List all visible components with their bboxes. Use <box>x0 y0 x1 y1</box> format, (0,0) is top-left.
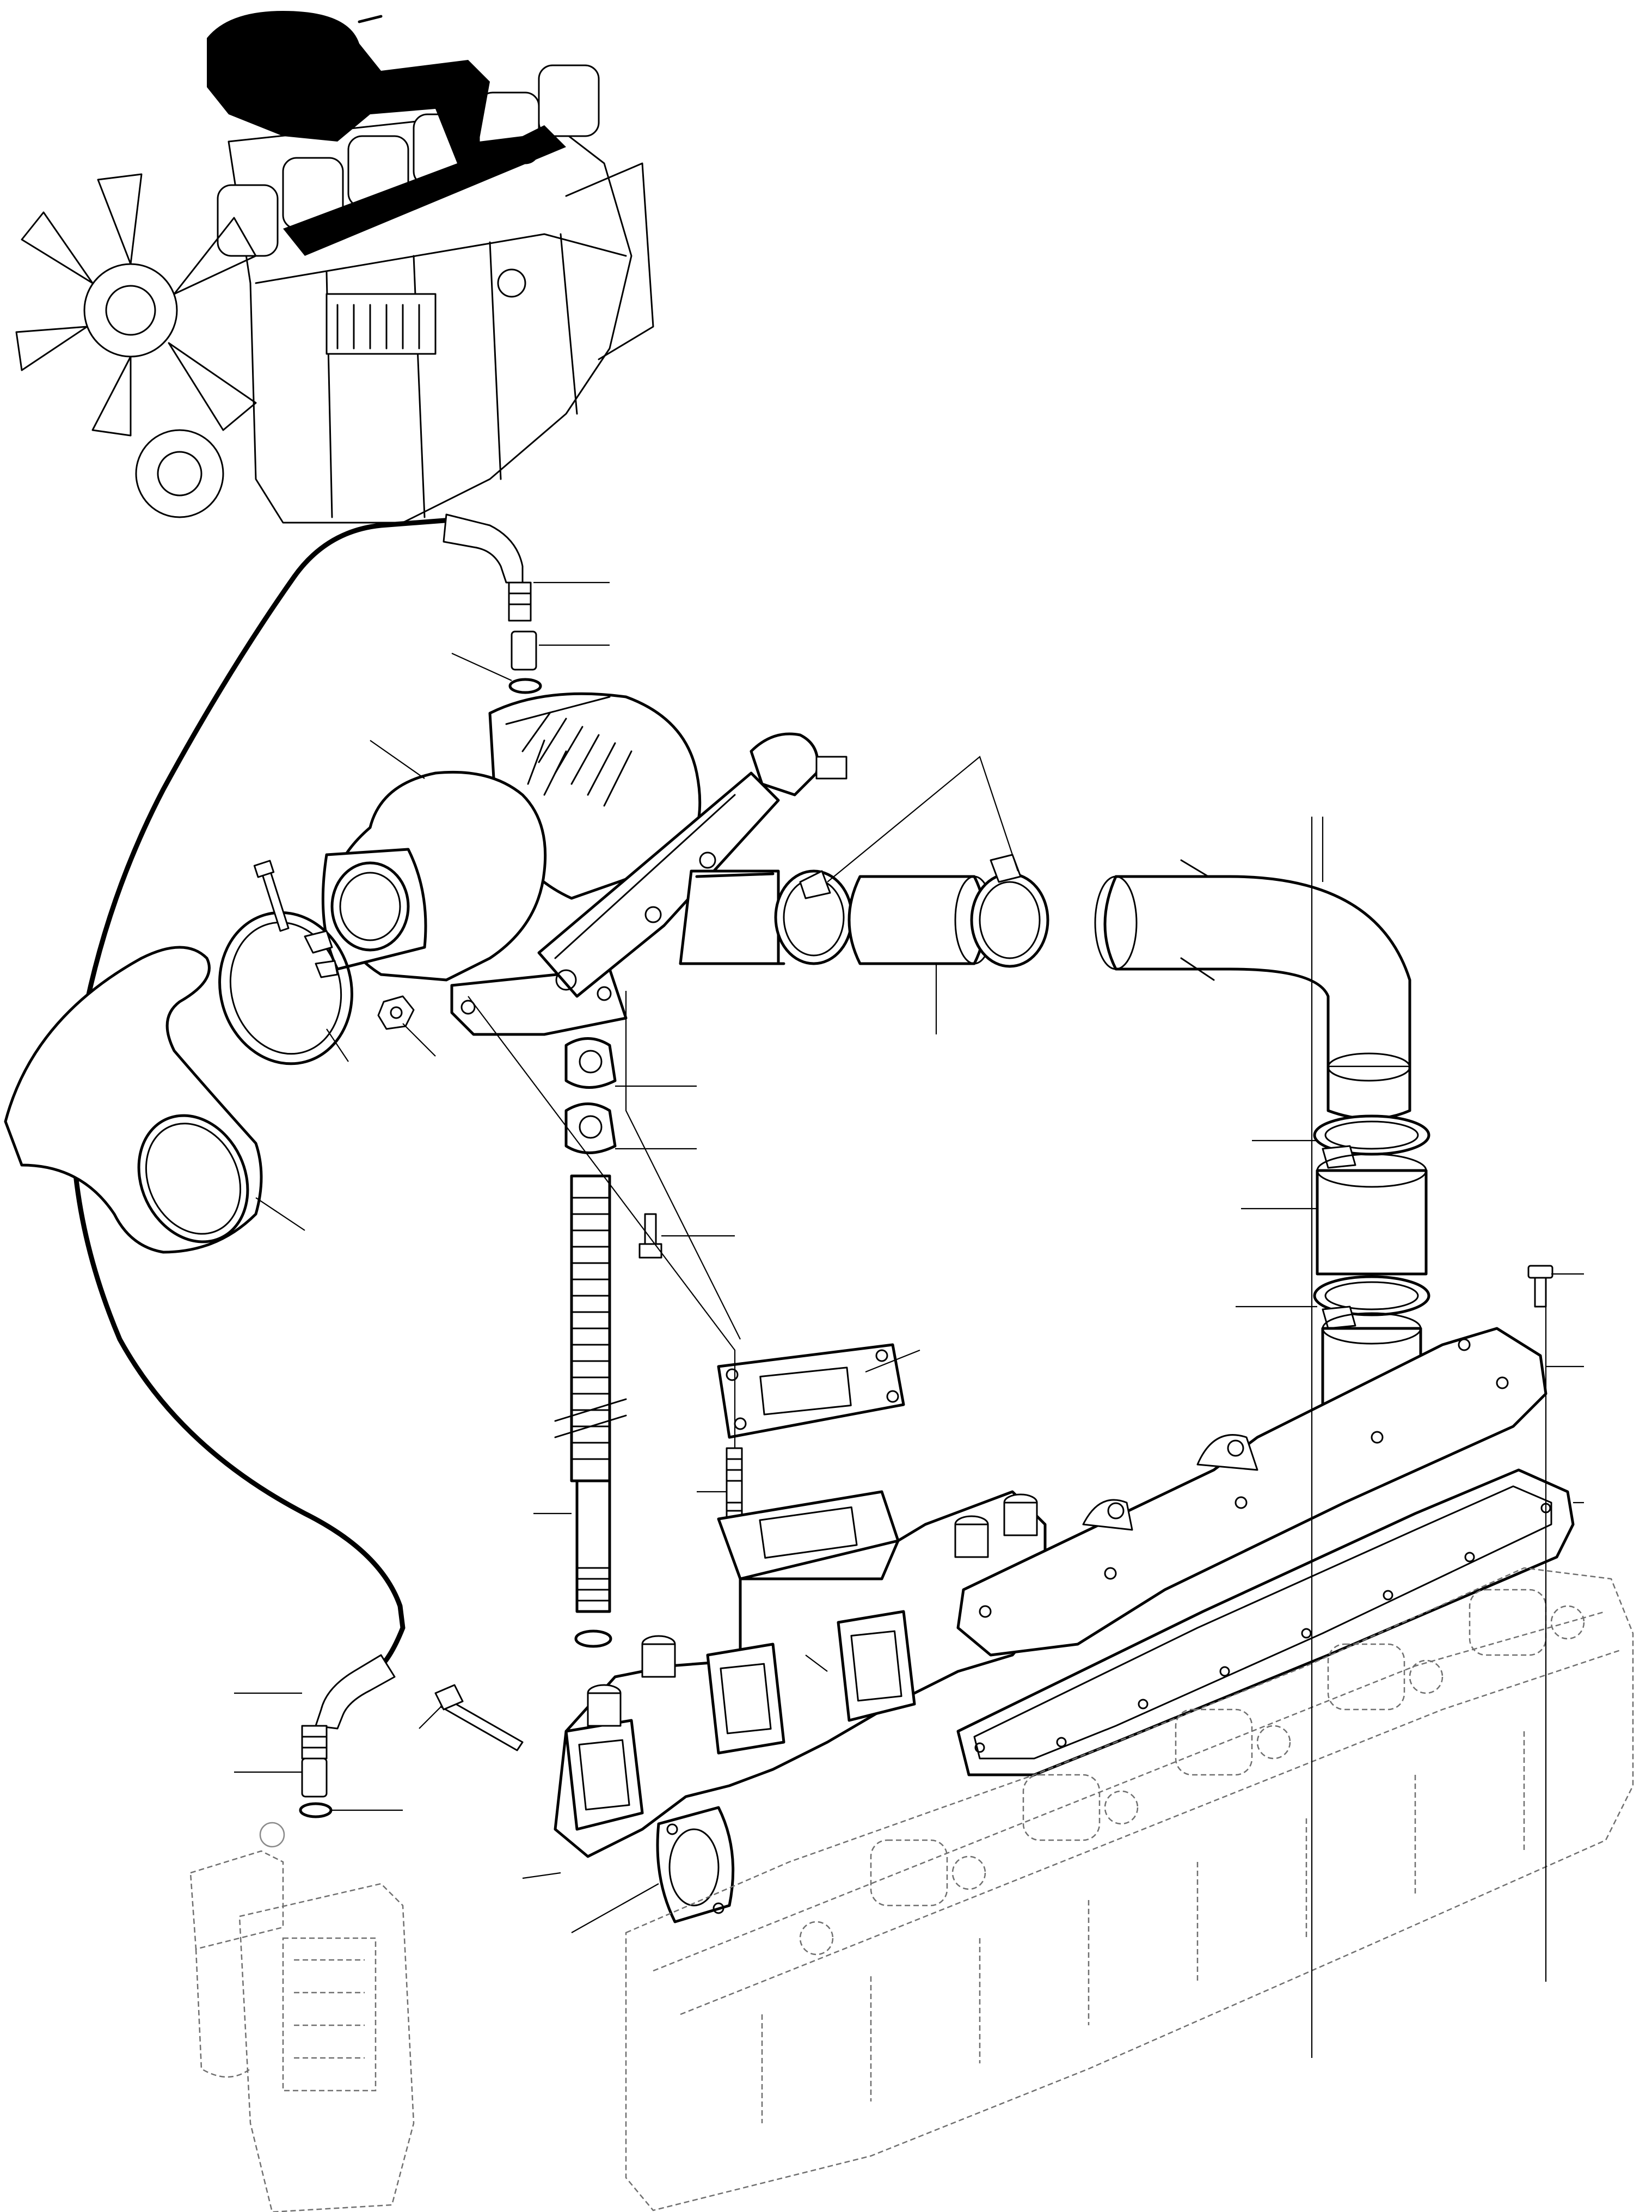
turbo-center-ribs <box>505 696 632 807</box>
cooling-fan <box>15 173 257 437</box>
leader-turbo-gasket <box>865 1349 920 1373</box>
leader-exhaust-manifold <box>805 1655 828 1672</box>
v-band-clamp <box>218 911 353 1065</box>
clamp-nut <box>377 995 415 1030</box>
leader-turbocharger <box>370 740 425 779</box>
wastegate-actuator <box>537 732 848 998</box>
leader-manifold-bolt <box>419 1706 441 1729</box>
drain-bolt <box>638 1213 662 1259</box>
lower-oil-fitting <box>299 1654 396 1818</box>
upper-oil-fitting <box>443 513 542 694</box>
manifold-bolt <box>434 1684 524 1751</box>
fuel-injection-pump <box>326 268 526 355</box>
rocker-shapes-ghost <box>799 1589 1585 1956</box>
engine-locator-thumbnail <box>15 11 654 524</box>
manifold-ports <box>564 1610 916 1831</box>
clamp-bolt <box>253 860 290 932</box>
cover-bolt <box>1527 1265 1553 1308</box>
turbocharger <box>321 692 848 1036</box>
oil-filter-ghost <box>189 1822 415 2212</box>
intake-elbow-hose <box>4 946 263 1254</box>
exhaust-manifold <box>554 1490 1047 1858</box>
cylinder-head-ghost <box>625 1567 1634 2211</box>
cover-gasket <box>956 1468 1575 1776</box>
callout-leaders <box>234 581 1584 2058</box>
leader-clamp-nut <box>402 1023 436 1057</box>
intake-cover <box>956 1327 1547 1657</box>
leader-v-band-clamp <box>326 1028 349 1062</box>
leader-manifold-section <box>522 1872 561 1879</box>
leader-pipe-clamps-top <box>827 756 1019 883</box>
leader-oil-feed-seal <box>451 652 512 682</box>
oil-drain-tube <box>554 1037 627 1648</box>
highlighted-turbo-system <box>207 11 566 256</box>
manifold-port-gasket <box>656 1806 735 1923</box>
stud <box>726 1447 743 1520</box>
turbo-gasket <box>717 1343 905 1439</box>
leader-elbow-hose <box>255 1197 305 1231</box>
upper-intake-pipe <box>690 854 1411 1120</box>
manifold-bosses <box>587 1493 1038 1727</box>
crank-pulley <box>135 429 224 518</box>
leader-manifold-gasket <box>571 1883 659 1933</box>
